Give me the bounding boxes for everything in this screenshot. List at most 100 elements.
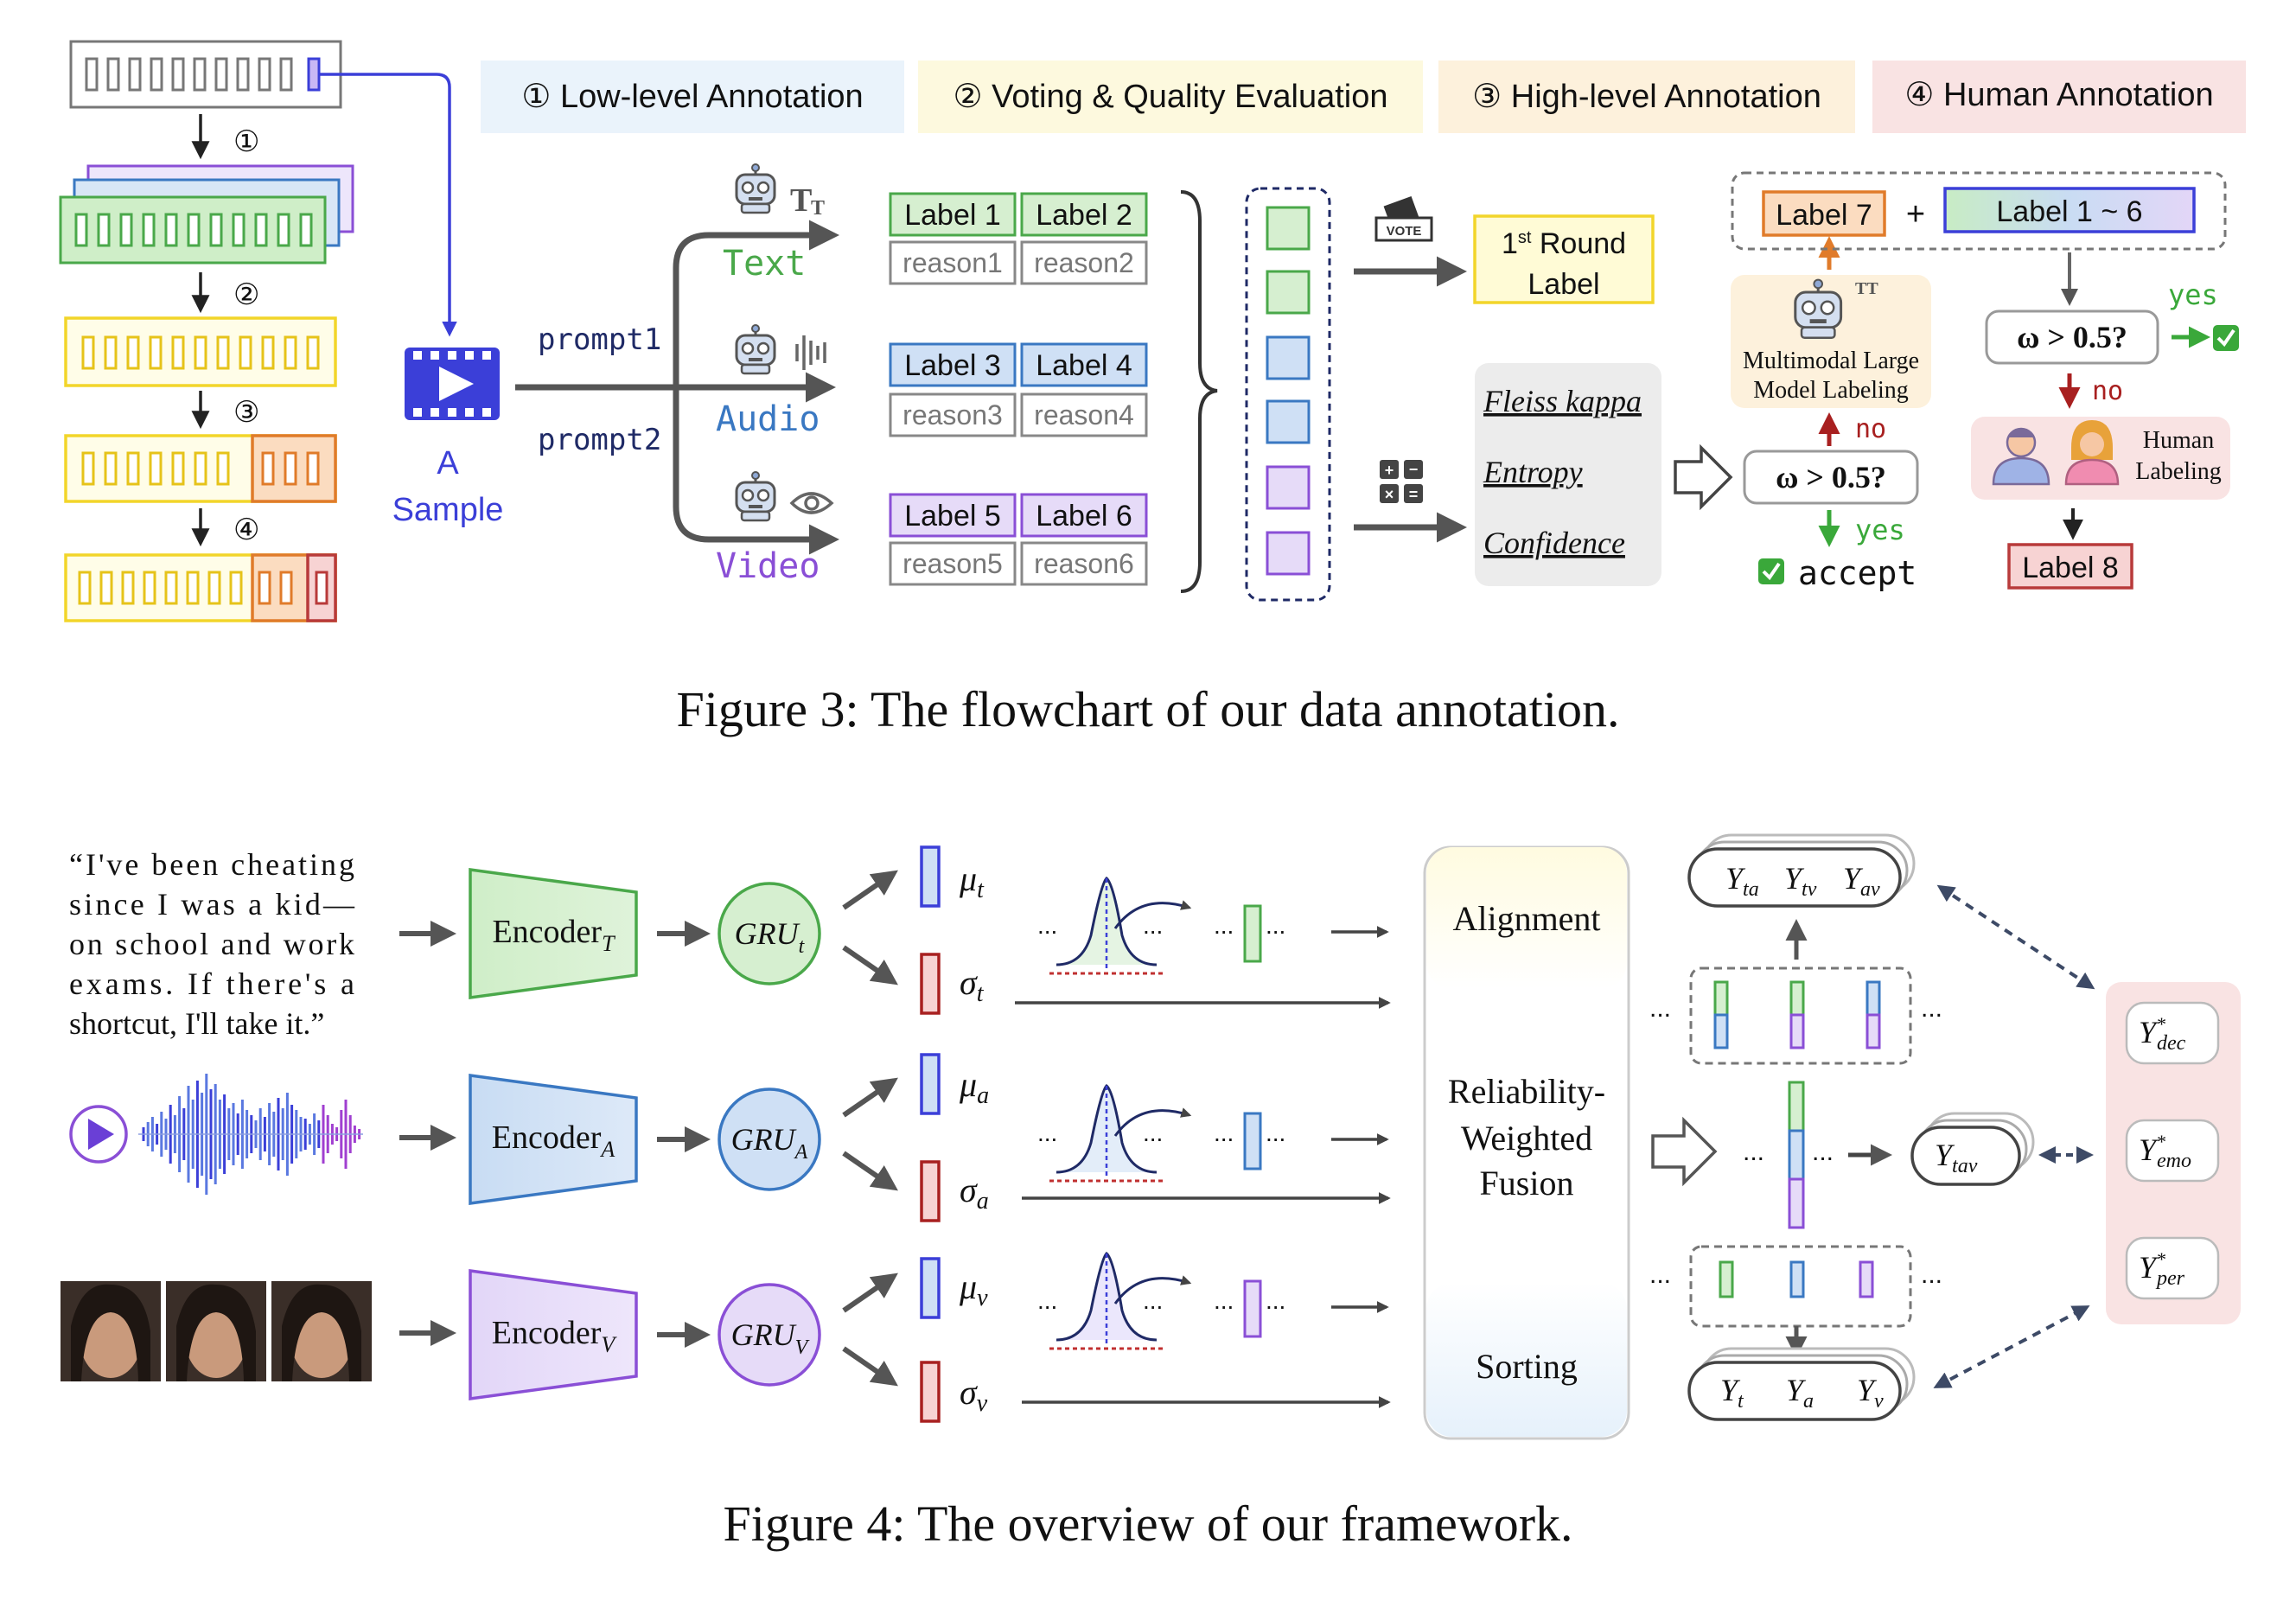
quote-line-5: shortcut, I'll take it.”: [69, 1006, 324, 1041]
label-3-box: [889, 342, 1017, 387]
mu-vector-a: [920, 1053, 941, 1115]
video-sample-icon: [405, 348, 500, 420]
output-y-a: Ya: [1786, 1373, 1814, 1413]
fusion-module: Alignment Reliability- Weighted Fusion S…: [1423, 845, 1630, 1440]
label-2: Label 2: [1036, 199, 1132, 232]
label-3: Label 3: [904, 349, 1001, 382]
svg-text:=: =: [1409, 486, 1419, 503]
text-input-quote: “I've been cheating since I was a kid— o…: [69, 847, 355, 1041]
encoder-v-label: EncoderV: [492, 1315, 618, 1357]
encoder-a-label: EncoderA: [492, 1119, 615, 1162]
audio-waveform: [138, 1074, 363, 1195]
first-round-label-box: [1473, 214, 1655, 304]
reason-2-box: [1020, 240, 1148, 285]
sequence-cell: [216, 335, 230, 370]
calculator-icon: + − × =: [1380, 460, 1423, 503]
mu-sigma-t: μt σt: [842, 845, 985, 1015]
target-per: Y*per: [2125, 1236, 2220, 1300]
modality-video-label: Video: [716, 546, 820, 586]
label-2-box: [1020, 192, 1148, 237]
video-frame-2: [166, 1281, 266, 1381]
stage-header-2: [918, 61, 1423, 133]
mu-v-label: μv: [959, 1267, 988, 1311]
stage-header-3: [1438, 61, 1855, 133]
video-frame-3: [271, 1281, 372, 1381]
pair-output-stack: Yta Ytv Yav: [1687, 833, 1916, 908]
sequence-cell: [171, 57, 185, 92]
sequence-cell: [150, 57, 163, 92]
output-y-tv: Ytv: [1784, 861, 1817, 901]
label-7: Label 7: [1776, 199, 1872, 232]
target-emo: Y*emo: [2125, 1119, 2220, 1183]
sequence-cell: [171, 335, 185, 370]
figure-3-caption: Figure 3: The flowchart of our data anno…: [677, 681, 1620, 737]
vote-square-5: [1266, 465, 1311, 510]
tri-vector: [1788, 1081, 1805, 1229]
svg-text:−: −: [1409, 461, 1419, 478]
sequence-cell: [126, 335, 140, 370]
sequence-cell: [171, 451, 185, 486]
text-icon: T T: [790, 182, 825, 220]
pair-output-box: [1687, 847, 1902, 908]
label-1-box: [889, 192, 1017, 237]
sequence-cell: [104, 335, 118, 370]
prompt1-label: prompt1: [538, 322, 661, 357]
sequence-cell: [128, 57, 142, 92]
sample-label-line2: Sample: [392, 492, 504, 528]
sequence-cell: [229, 571, 243, 605]
yes-label-2: yes: [2168, 278, 2218, 311]
hollow-arrow-2: [1651, 1116, 1718, 1187]
reason-4: reason4: [1034, 399, 1134, 431]
ballot-box-icon: VOTE: [1374, 195, 1433, 242]
svg-text:...: ...: [1266, 912, 1285, 939]
svg-text:...: ...: [1266, 1287, 1285, 1314]
audio-wave-icon: [795, 335, 826, 370]
target-y-per: Y*per: [2139, 1248, 2185, 1290]
sequence-cell: [121, 571, 135, 605]
stage-header-2-label: ② Voting & Quality Evaluation: [953, 79, 1387, 115]
plus-sign: +: [1906, 196, 1925, 233]
sequence-cell: [207, 571, 221, 605]
audio-input: [69, 1074, 363, 1195]
svg-text:...: ...: [1143, 912, 1163, 939]
pair-ellipsis-right: ...: [1921, 994, 1942, 1023]
mllm-text-icon: TT: [1855, 279, 1878, 298]
encoder-v: [469, 1268, 638, 1401]
no-label-2: no: [2092, 376, 2123, 406]
tri-output-box: [1910, 1126, 2021, 1186]
label-8-box: [2007, 543, 2133, 590]
label-4: Label 4: [1036, 349, 1132, 382]
svg-text:...: ...: [1037, 912, 1057, 939]
sample-label-line1: A: [437, 445, 459, 482]
label-5: Label 5: [904, 500, 1001, 533]
gaussian-sampling-v: ............: [1037, 1252, 1389, 1350]
robot-icon-audio: [735, 324, 776, 375]
uni-ellipsis-right: ...: [1921, 1260, 1942, 1289]
sequence-cell: [81, 451, 95, 486]
sequence-cell: [209, 213, 223, 247]
sequence-cell: [81, 335, 95, 370]
figure-4: “I've been cheating since I was a kid— o…: [61, 833, 2241, 1552]
label-5-box: [889, 493, 1017, 538]
sequence-cell: [258, 571, 271, 605]
step-marker-4: ④: [233, 513, 259, 546]
omega-check-box-2: [1985, 309, 2159, 365]
reason-1: reason1: [902, 247, 1003, 278]
sequence-cell: [216, 451, 230, 486]
final-human-segment: [306, 553, 337, 622]
svg-text:T: T: [790, 182, 812, 219]
svg-text:...: ...: [1037, 1287, 1057, 1314]
label-6: Label 6: [1036, 500, 1132, 533]
vote-text: VOTE: [1387, 224, 1422, 239]
sequence-cell: [194, 335, 207, 370]
check-icon-2: [2213, 325, 2239, 351]
mu-sigma-a: μa σa: [842, 1053, 989, 1222]
human-label-line2: Labeling: [2135, 458, 2222, 485]
reason-3-box: [889, 392, 1017, 437]
metric-confidence: Confidence: [1483, 526, 1625, 560]
vote-square-4: [1266, 399, 1311, 444]
human-annotator-icon-male: [1992, 427, 2050, 486]
sequence-cell: [149, 451, 163, 486]
svg-text:...: ...: [1214, 1119, 1234, 1146]
